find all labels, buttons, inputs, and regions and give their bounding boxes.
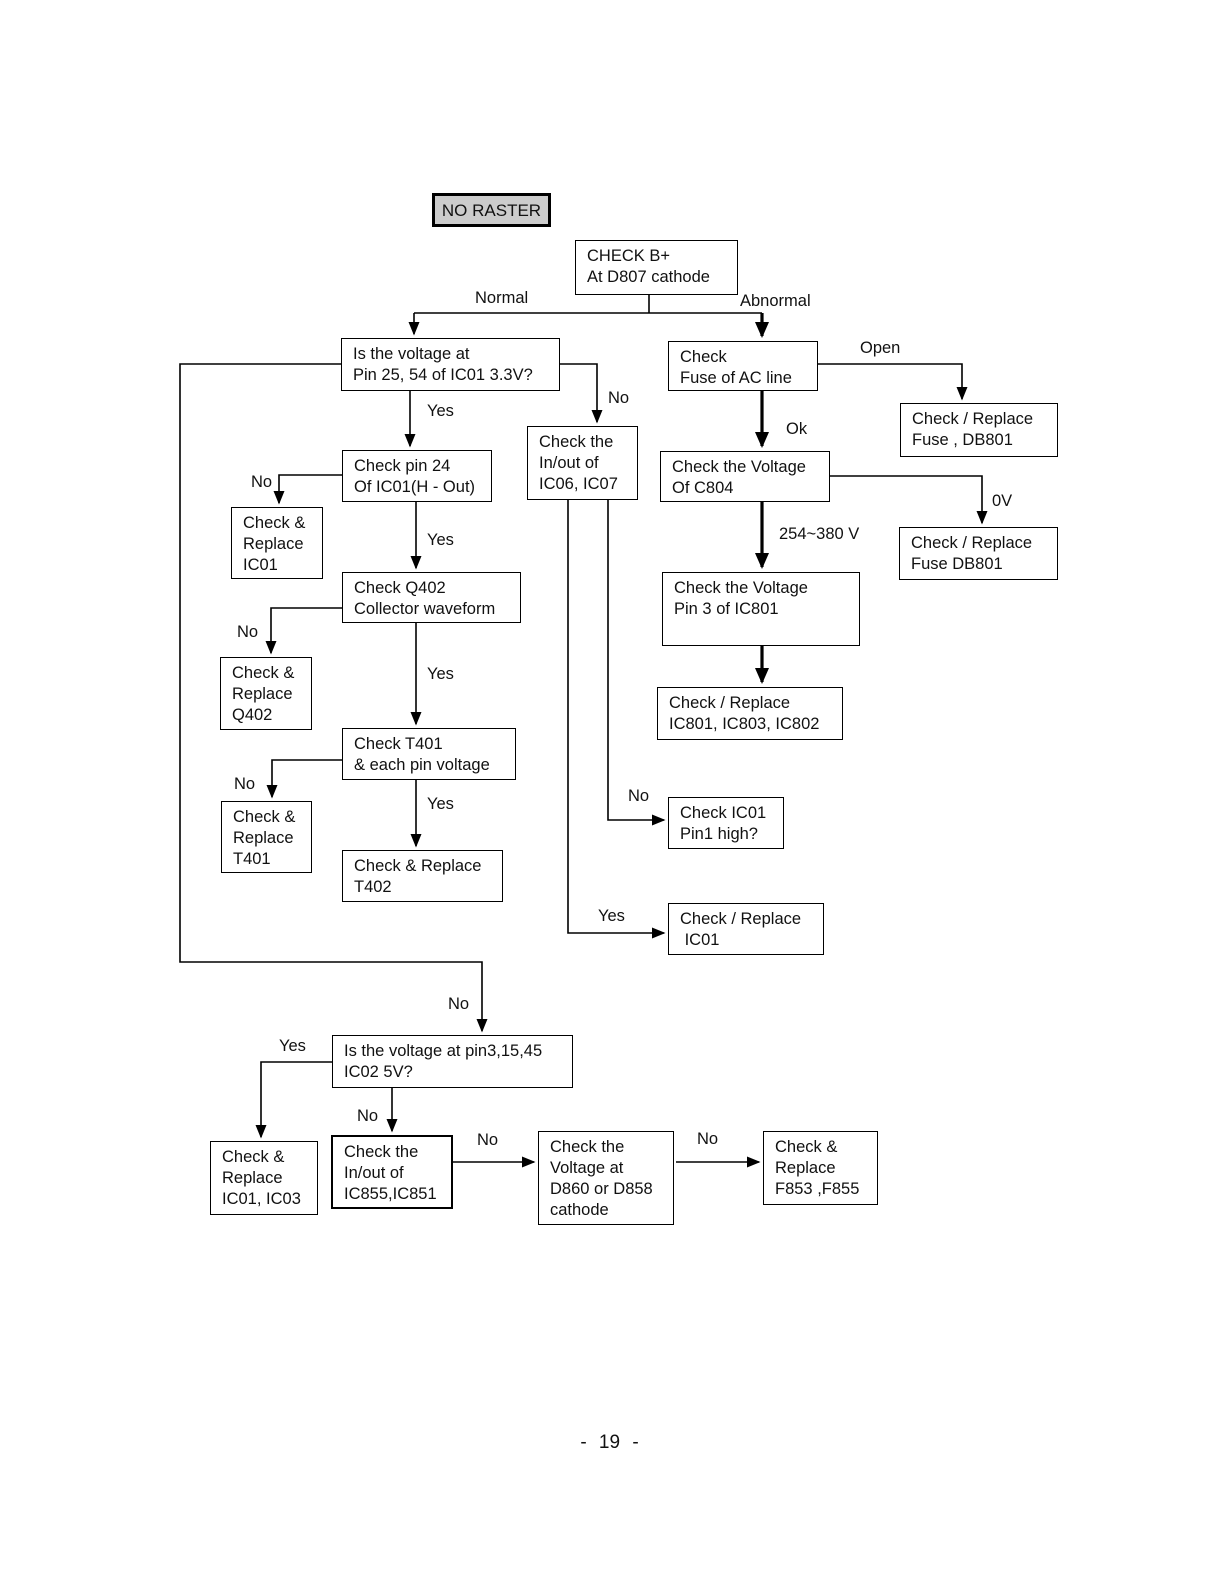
flow-node-check-q402-waveform: Check Q402 Collector waveform — [342, 572, 521, 623]
branch-label-normal: Normal — [475, 289, 529, 307]
flow-node-replace-t401: Check & Replace T401 — [221, 801, 312, 873]
branch-label-no-2: No — [251, 473, 273, 491]
branch-label-open: Open — [860, 339, 901, 357]
flow-node-replace-ic01-yes: Check / Replace IC01 — [668, 903, 824, 955]
flow-node-replace-fuse-db801-0v: Check / Replace Fuse DB801 — [899, 527, 1058, 580]
branch-label-yes-6: Yes — [279, 1037, 306, 1055]
flow-node-check-pin24-ic01: Check pin 24 Of IC01(H - Out) — [342, 450, 492, 502]
flow-node-check-b-plus: CHECK B+ At D807 cathode — [575, 240, 738, 295]
flow-node-check-voltage-pin3-ic801: Check the Voltage Pin 3 of IC801 — [662, 572, 860, 646]
flow-node-no-raster: NO RASTER — [432, 193, 551, 227]
branch-label-yes-2: Yes — [427, 531, 454, 549]
flow-node-replace-ic01: Check & Replace IC01 — [231, 507, 323, 579]
branch-label-no-8: No — [477, 1131, 499, 1149]
flow-node-replace-fuse-db801-open: Check / Replace Fuse , DB801 — [900, 403, 1058, 457]
flow-node-check-inout-ic06-ic07: Check the In/out of IC06, IC07 — [527, 426, 638, 500]
flow-node-replace-ic801-ic803-ic802: Check / Replace IC801, IC803, IC802 — [657, 687, 843, 740]
branch-label-ok: Ok — [786, 420, 808, 438]
page-number: - 19 - — [580, 1432, 639, 1453]
flow-node-check-fuse-ac: Check Fuse of AC line — [668, 341, 818, 391]
branch-label-no-9: No — [697, 1130, 719, 1148]
branch-label-no-1: No — [608, 389, 630, 407]
flow-node-check-t401: Check T401 & each pin voltage — [342, 728, 516, 780]
branch-label-no-6: No — [448, 995, 470, 1013]
flow-node-replace-q402: Check & Replace Q402 — [220, 657, 312, 730]
branch-label-no-5: No — [628, 787, 650, 805]
flow-node-replace-f853-f855: Check & Replace F853 ,F855 — [763, 1131, 878, 1205]
branch-label-no-4: No — [234, 775, 256, 793]
branch-label-0v: 0V — [992, 492, 1013, 510]
branch-label-no-3: No — [237, 623, 259, 641]
branch-label-yes-4: Yes — [427, 795, 454, 813]
flow-node-check-voltage-d860-d858: Check the Voltage at D860 or D858 cathod… — [538, 1131, 674, 1225]
branch-label-abnormal: Abnormal — [740, 292, 811, 310]
branch-label-no-7: No — [357, 1107, 379, 1125]
flow-node-check-voltage-c804: Check the Voltage Of C804 — [660, 451, 830, 502]
flow-node-voltage-ic02-question: Is the voltage at pin3,15,45 IC02 5V? — [332, 1035, 573, 1088]
branch-label-yes-5: Yes — [598, 907, 625, 925]
flow-node-replace-t402: Check & Replace T402 — [342, 850, 503, 902]
branch-label-yes-3: Yes — [427, 665, 454, 683]
flow-node-replace-ic01-ic03: Check & Replace IC01, IC03 — [210, 1141, 318, 1215]
branch-label-254-380v: 254~380 V — [779, 525, 860, 543]
flow-node-voltage-ic01-question: Is the voltage at Pin 25, 54 of IC01 3.3… — [341, 338, 560, 391]
flow-node-check-ic01-pin1: Check IC01 Pin1 high? — [668, 797, 784, 849]
branch-label-yes-1: Yes — [427, 402, 454, 420]
flow-node-check-inout-ic855-ic851: Check the In/out of IC855,IC851 — [331, 1135, 453, 1209]
